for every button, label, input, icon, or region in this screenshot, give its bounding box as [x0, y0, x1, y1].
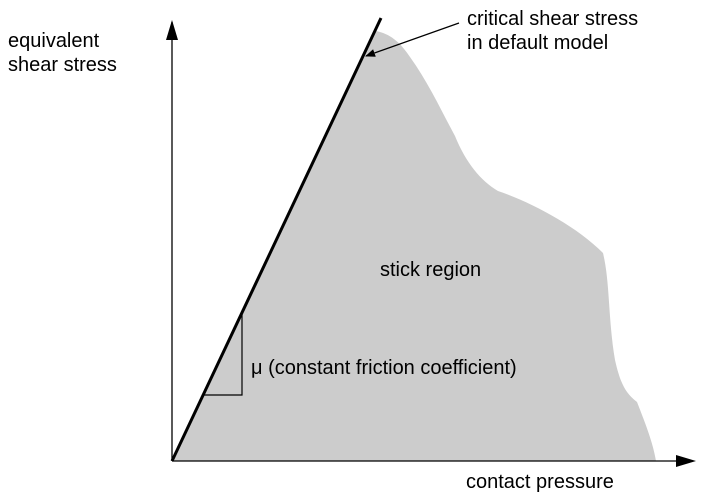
y-axis-label-line-2: shear stress	[8, 54, 117, 76]
friction-line	[170, 17, 383, 462]
stick-region	[172, 31, 656, 461]
y-axis-label-line-1: equivalent	[8, 30, 100, 52]
y-axis-arrowhead	[166, 20, 178, 40]
x-axis-arrowhead	[676, 455, 696, 467]
critical-stress-label-line-2: in default model	[467, 32, 609, 54]
x-axis-label: contact pressure	[466, 471, 614, 493]
critical-stress-label-line-1: critical shear stress	[467, 8, 639, 30]
critical-stress-label: critical shear stress in default model	[467, 7, 638, 55]
friction-coefficient-label: μ (constant friction coefficient)	[251, 357, 517, 379]
stick-region-label: stick region	[380, 259, 482, 281]
critical-pointer-arrow	[365, 22, 460, 57]
slope-triangle	[202, 311, 243, 396]
y-axis-label: equivalent shear stress	[8, 29, 117, 77]
